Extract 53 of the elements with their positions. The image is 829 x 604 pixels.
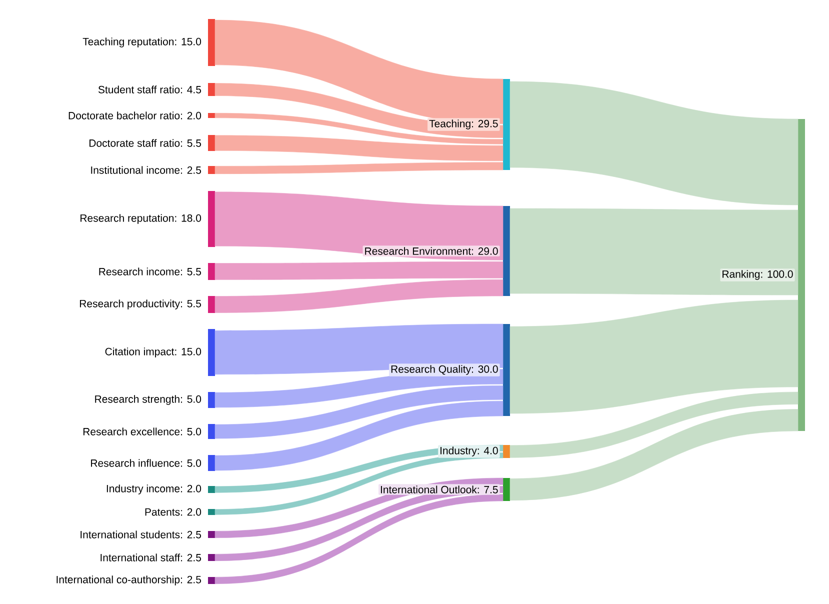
flow-node: Teaching reputation: 15.0 <box>82 19 215 66</box>
node-label: Student staff ratio: 4.5 <box>98 86 202 94</box>
flow-node: Doctorate staff ratio: 5.5 <box>90 135 215 151</box>
flow-band <box>510 300 798 414</box>
flow-band <box>214 400 504 471</box>
node-label: Research Environment: 29.0 <box>365 247 498 255</box>
node-label: Ranking: 100.0 <box>720 268 795 282</box>
node-label: Research strength: 5.0 <box>95 395 202 405</box>
flow-node: International staff: 2.5 <box>100 554 215 562</box>
flow-band <box>510 409 798 501</box>
flow-band <box>214 385 504 439</box>
flow-node: Research strength: 5.0 <box>95 392 215 408</box>
node-label: Research Environment: 29.0 <box>362 246 500 256</box>
flow-band <box>214 279 504 313</box>
flow-band <box>214 494 504 584</box>
flow-node: Research excellence: 5.0 <box>83 424 215 439</box>
flow-band <box>214 135 504 161</box>
flow-node: Citation impact: 15.0 <box>105 329 215 376</box>
node-label: Patents: 2.0 <box>145 508 202 516</box>
node-label: Research Quality: 30.0 <box>389 364 500 376</box>
flow-node: Institutional income: 2.5 <box>91 166 215 174</box>
node-label: Citation impact: 15.0 <box>105 348 202 358</box>
flow-node: Research influence: 5.0 <box>91 455 215 471</box>
flow-node: Industry income: 2.0 <box>106 484 215 494</box>
flow-band <box>214 324 504 375</box>
flow-band <box>214 112 504 144</box>
node-label: Research reputation: 18.0 <box>80 214 202 224</box>
flow-node: Student staff ratio: 4.5 <box>98 83 215 96</box>
flow-band <box>214 20 504 124</box>
flow-node: International students: 2.5 <box>80 530 215 538</box>
flow-band <box>214 261 504 280</box>
node-label: Industry: 4.0 <box>438 445 500 458</box>
flow-band <box>214 452 504 515</box>
flow-node: Research reputation: 18.0 <box>80 191 215 247</box>
flow-band <box>510 81 798 206</box>
node-label: Industry: 4.0 <box>440 446 498 456</box>
node-label: Research influence: 5.0 <box>91 459 202 467</box>
flow-node: International co-authorship: 2.5 <box>56 576 215 586</box>
node-label: Teaching reputation: 15.0 <box>82 38 202 48</box>
flow-node: Research income: 5.5 <box>99 263 215 280</box>
node-label: Doctorate staff ratio: 5.5 <box>90 139 202 147</box>
node-label: Teaching: 29.5 <box>428 118 500 131</box>
flow-band <box>214 162 504 174</box>
node-label: International Outlook: 7.5 <box>378 484 500 495</box>
flow-node: Patents: 2.0 <box>145 508 215 516</box>
node-label: Research excellence: 5.0 <box>83 428 202 436</box>
flow-band <box>510 392 798 458</box>
flow-node: Research productivity: 5.5 <box>80 296 215 313</box>
flow-band <box>214 192 504 260</box>
node-label: Research income: 5.5 <box>99 268 202 276</box>
flow-node: Doctorate bachelor ratio: 2.0 <box>68 112 215 120</box>
node-label: Research productivity: 5.5 <box>80 300 202 310</box>
flow-band <box>510 208 798 296</box>
